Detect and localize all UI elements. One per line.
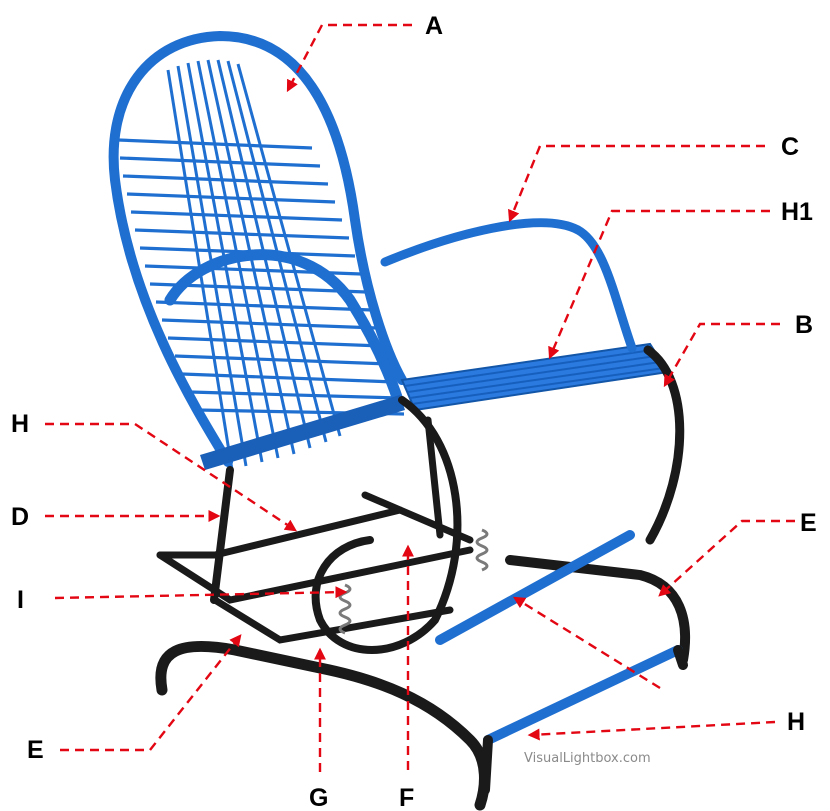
base-right-runner: [510, 560, 685, 660]
leader-C: [510, 146, 765, 220]
label-G: G: [309, 784, 328, 811]
label-E-left: E: [27, 736, 44, 764]
watermark: VisualLightbox.com: [524, 751, 651, 766]
leader-B: [665, 324, 780, 385]
label-E-right: E: [800, 509, 817, 537]
leader-E-right: [660, 521, 795, 595]
leader-E-left: [60, 636, 240, 750]
label-B: B: [795, 311, 813, 339]
spring-right: [477, 530, 487, 570]
base-left-runner: [161, 646, 485, 805]
label-A: A: [425, 12, 443, 40]
right-side-hoop: [648, 350, 680, 540]
label-D: D: [11, 503, 29, 531]
inner-frame-rails: [160, 495, 470, 640]
footrest-bar: [488, 650, 678, 740]
label-C: C: [781, 133, 799, 161]
label-H-right: H: [787, 708, 805, 736]
label-H1: H1: [781, 198, 813, 226]
right-armrest: [385, 223, 632, 348]
left-leg: [214, 470, 230, 600]
leader-H-right-diagonal: [515, 598, 660, 688]
leader-I: [55, 592, 345, 598]
label-I: I: [17, 586, 24, 614]
chair-illustration: [114, 36, 685, 805]
label-F: F: [399, 784, 414, 811]
lower-back-panel: [200, 395, 405, 470]
leader-H-right: [530, 722, 775, 735]
label-H-left: H: [11, 410, 29, 438]
